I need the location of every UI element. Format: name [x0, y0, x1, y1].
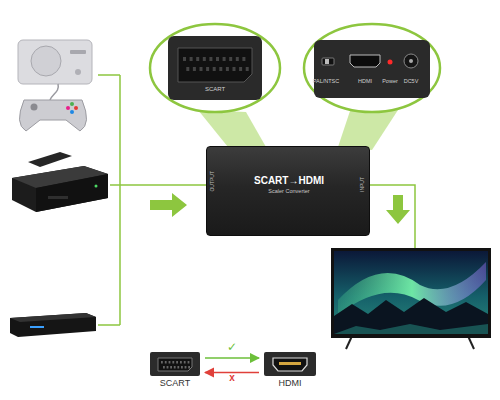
port-label: SCART: [148, 86, 282, 93]
zoom-beam: [338, 110, 398, 150]
set-top-box: [12, 152, 108, 212]
arrow-mark: x: [217, 372, 247, 383]
flow-arrow: [150, 193, 187, 217]
port-panel: [314, 40, 430, 98]
hdmi-contacts: [279, 362, 301, 365]
zoom-beam: [198, 110, 266, 147]
scart-pins: [183, 57, 249, 71]
scart-pins: [161, 361, 190, 369]
mode-switch: [322, 58, 334, 65]
hdmi-icon: [264, 352, 316, 376]
port-label: PAL/NTSC: [312, 78, 340, 84]
scart-shape: [158, 358, 192, 371]
flow-arrow: [386, 195, 410, 224]
connector-icon: HDMI: [264, 352, 316, 376]
port-label: HDMI: [350, 78, 380, 84]
direction-arrow: [205, 357, 259, 359]
connector-label: SCART: [140, 379, 210, 389]
side-label: INPUT: [360, 177, 366, 192]
product-subtitle: Scaler Converter: [225, 188, 353, 194]
side-label: OUTPUT: [210, 171, 216, 192]
power-led: [388, 60, 393, 65]
port-label: DC5V: [399, 78, 423, 84]
arrow-mark: ✓: [217, 341, 247, 354]
scart-icon: [150, 352, 200, 376]
connector-icon: SCART: [150, 352, 200, 376]
game-console: [18, 40, 92, 131]
product-name: SCART→HDMI: [225, 175, 353, 186]
oval-outline: [304, 24, 440, 112]
converter-box: OUTPUT SCART→HDMI Scaler Converter INPUT: [206, 146, 370, 236]
oval-outline: [150, 24, 280, 112]
dvd-player: [10, 313, 96, 337]
port-label: Power: [378, 78, 402, 84]
zoom-oval: SCART: [148, 22, 282, 114]
zoom-oval: [302, 22, 442, 114]
television: [331, 248, 491, 349]
zoom-oval: PAL/NTSC HDMIPowerDC5V: [302, 22, 442, 114]
switch-knob: [325, 59, 329, 64]
dc-pin: [409, 59, 413, 63]
zoom-oval: [148, 22, 282, 114]
scart-port: [178, 48, 252, 82]
dc-jack: [404, 54, 418, 68]
connector-label: HDMI: [255, 379, 325, 389]
hdmi-port: [350, 55, 380, 67]
hdmi-shape: [273, 358, 307, 371]
